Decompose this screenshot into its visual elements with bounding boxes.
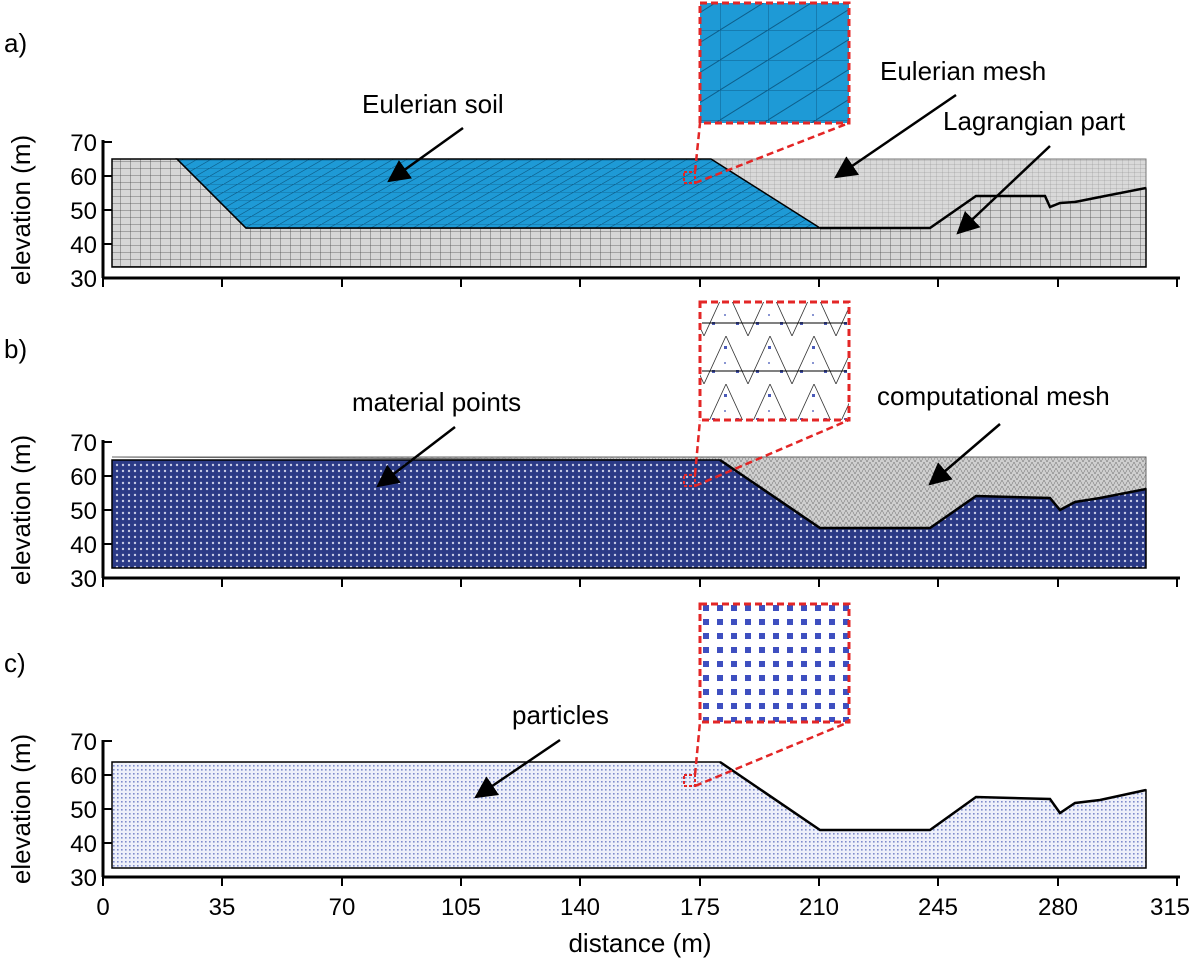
xtick-label: 35	[209, 894, 236, 921]
annot-material-points: material points	[352, 387, 521, 417]
annot-lagrangian-part: Lagrangian part	[943, 106, 1126, 136]
arrow-eulerian-soil	[387, 126, 464, 183]
ytick-label: 40	[70, 532, 97, 559]
xtick-label: 70	[329, 894, 356, 921]
xtick-label: 280	[1038, 894, 1078, 921]
annot-eulerian-soil: Eulerian soil	[362, 89, 504, 119]
xtick-label: 105	[441, 894, 481, 921]
annot-eulerian-mesh: Eulerian mesh	[880, 56, 1046, 86]
xtick-label: 0	[96, 894, 109, 921]
ytick-label: 60	[70, 164, 97, 191]
y-axis-title-c: elevation (m)	[6, 734, 36, 884]
yticks-b	[103, 441, 112, 579]
yticks-a	[103, 141, 112, 279]
xtick-label: 245	[918, 894, 958, 921]
ytick-label: 70	[70, 729, 97, 756]
arrow-eulerian-mesh	[834, 93, 957, 179]
zoom-connector-b2	[694, 418, 850, 488]
zoom-source-a	[683, 171, 696, 184]
zoom-connector-c	[693, 721, 702, 776]
y-axis-title-b: elevation (m)	[6, 435, 36, 585]
arrow-particles	[474, 738, 561, 799]
ytick-label: 70	[70, 130, 97, 157]
ytick-label: 70	[70, 430, 97, 457]
ytick-label: 60	[70, 464, 97, 491]
arrow-lagrangian-part	[956, 145, 1051, 235]
ytick-label: 50	[70, 797, 97, 824]
annot-computational-mesh: computational mesh	[877, 381, 1110, 411]
zoom-connector-c2	[694, 720, 850, 788]
panel-c: c) particles 30 40 50 60 70 elevation (m…	[4, 602, 1190, 958]
xtick-label: 175	[680, 894, 720, 921]
zoom-inset-b	[698, 300, 851, 422]
ytick-label: 30	[70, 865, 97, 892]
y-axis-title-a: elevation (m)	[6, 135, 36, 285]
xticks-a	[102, 278, 1178, 287]
xtick-label: 140	[560, 894, 600, 921]
zoom-source-c	[683, 774, 696, 787]
ytick-label: 50	[70, 498, 97, 525]
zoom-inset-c	[698, 602, 851, 724]
xticks-c	[102, 877, 1178, 886]
xticks-b	[102, 578, 1178, 587]
eulerian-soil	[175, 158, 823, 229]
arrow-material-points	[376, 426, 456, 488]
xtick-label: 315	[1150, 894, 1190, 921]
ytick-label: 30	[70, 266, 97, 293]
ground-outline	[820, 186, 1147, 230]
ytick-label: 30	[70, 566, 97, 593]
panel-b: b) material points computational mesh 30…	[4, 300, 1180, 593]
ground-outline-c	[719, 760, 1147, 832]
ytick-label: 50	[70, 198, 97, 225]
xtick-label: 210	[799, 894, 839, 921]
zoom-inset-a	[698, 1, 851, 125]
annot-particles: particles	[512, 700, 609, 730]
zoom-connector-a2	[694, 121, 850, 185]
panel-label-b: b)	[4, 334, 27, 364]
zoom-source-b	[683, 474, 696, 487]
ground-outline-b	[719, 458, 1147, 530]
ytick-label: 60	[70, 763, 97, 790]
panel-label-a: a)	[4, 28, 27, 58]
ytick-label: 40	[70, 831, 97, 858]
zoom-connector-b	[693, 419, 702, 476]
panel-label-c: c)	[4, 648, 26, 678]
arrow-computational-mesh	[928, 423, 1001, 486]
ytick-label: 40	[70, 232, 97, 259]
particles-body	[111, 761, 1147, 869]
zoom-connector-a	[693, 122, 702, 173]
panel-a: a) Eulerian soil Eulerian mesh Lagrangia…	[4, 1, 1180, 293]
x-axis-title: distance (m)	[568, 928, 711, 958]
xtick-labels: 0 35 70 105 140 175 210 245 280 315	[96, 894, 1190, 921]
yticks-c	[103, 740, 112, 878]
